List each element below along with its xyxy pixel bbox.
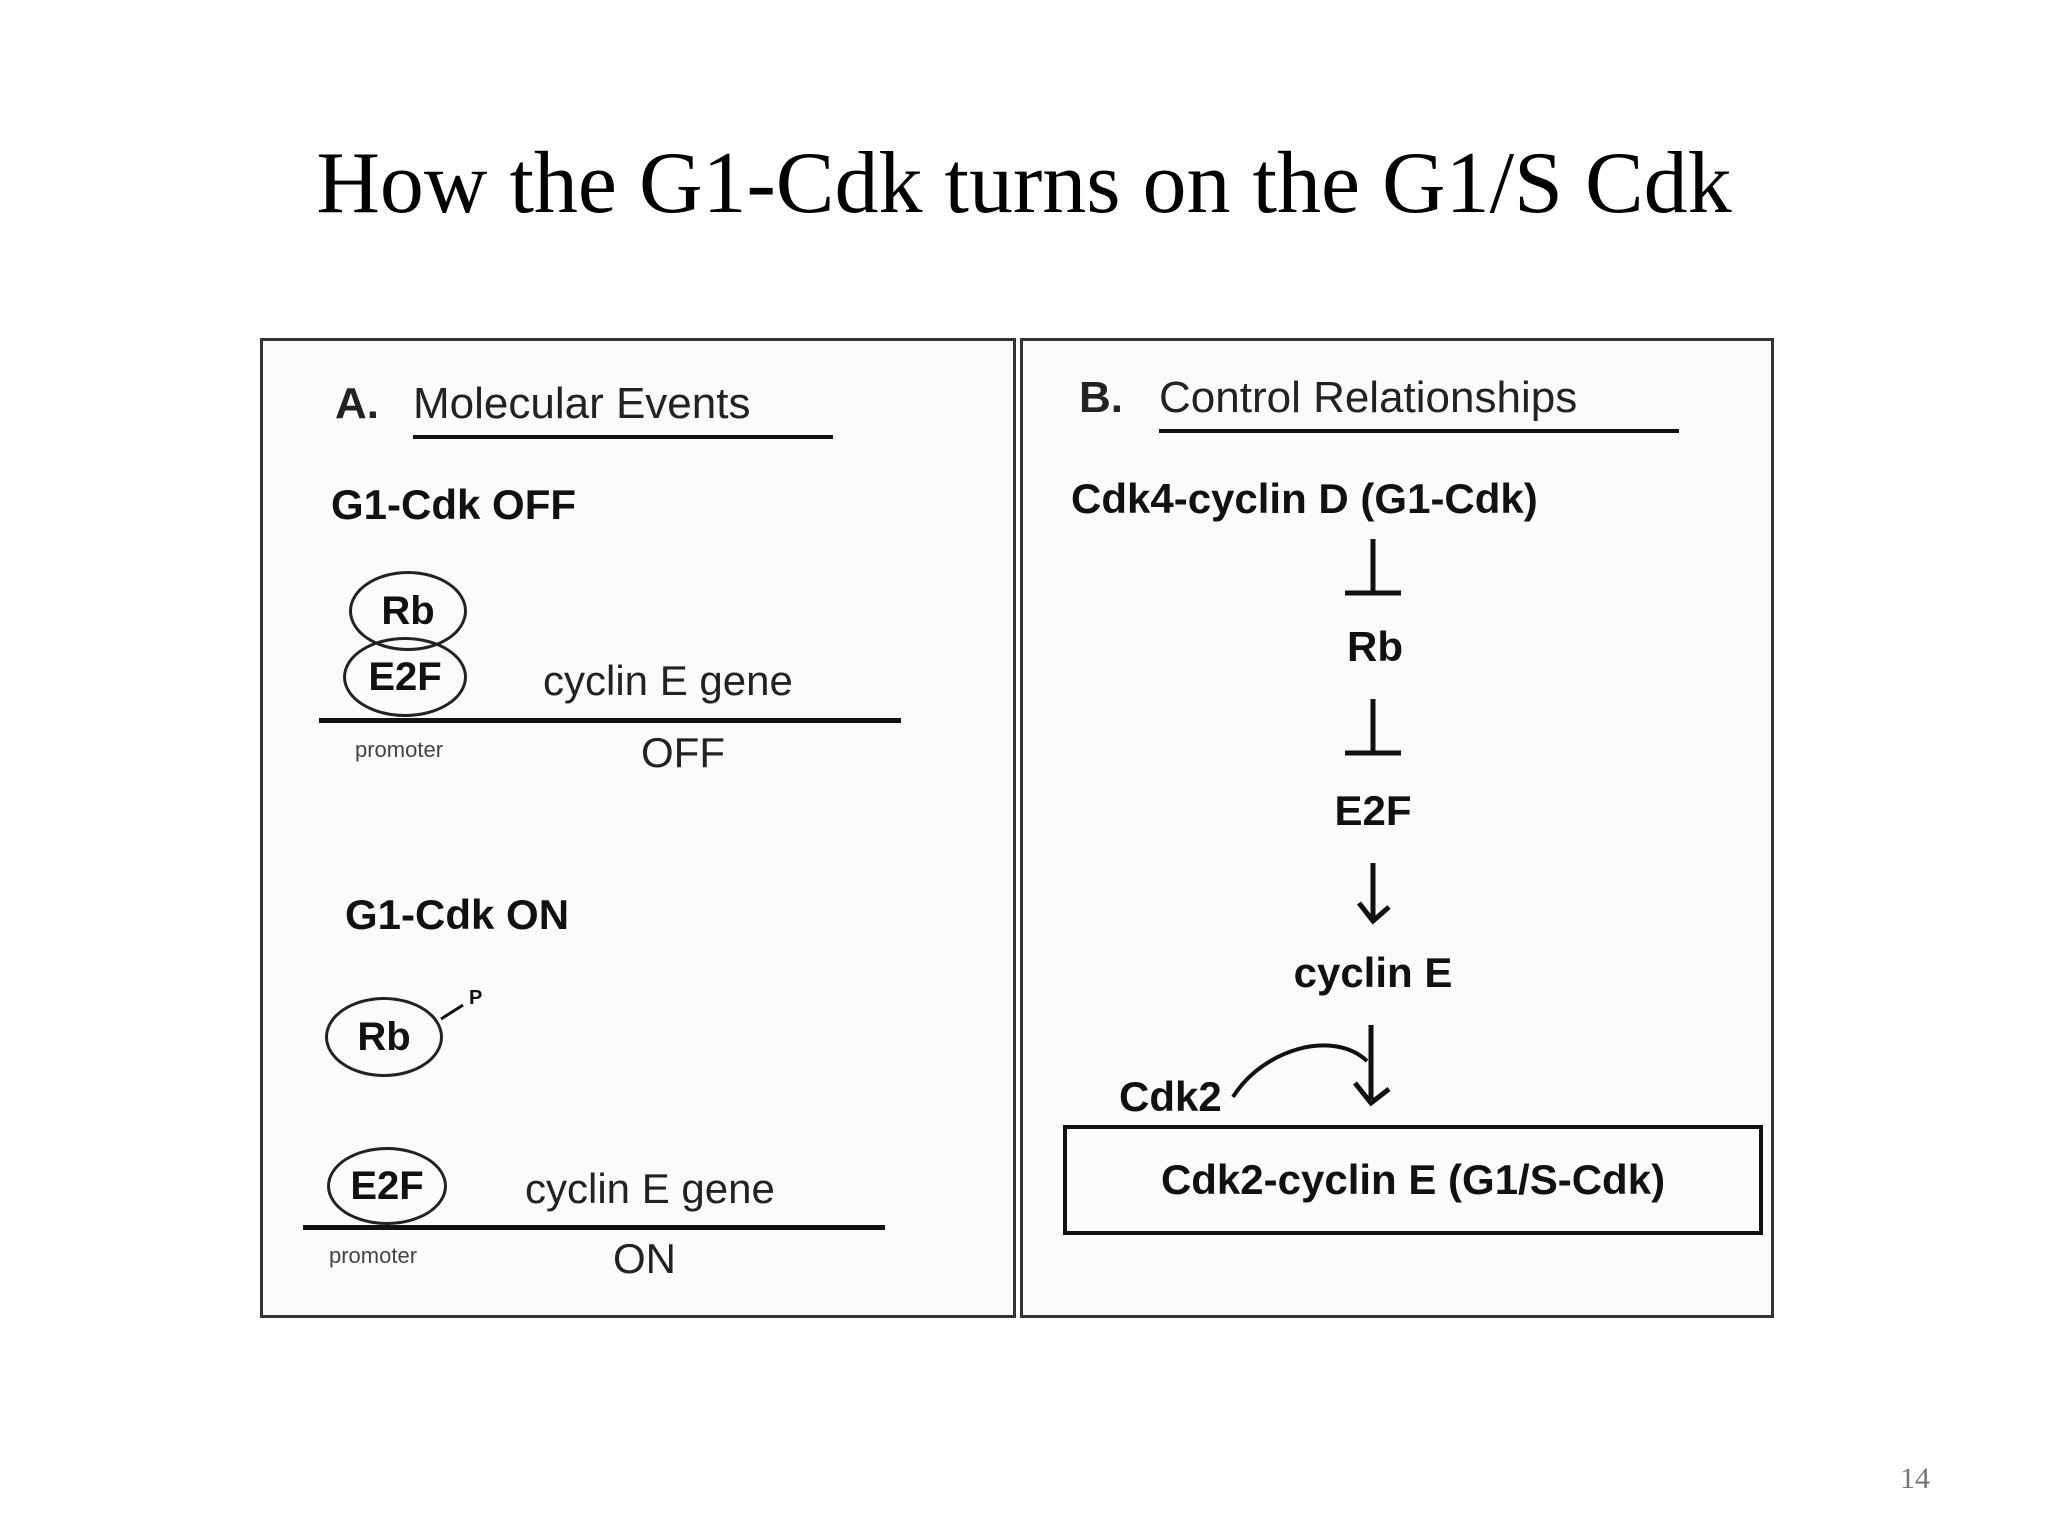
g1-cdk-on-label: G1-Cdk ON (345, 891, 570, 938)
node-cdk2: Cdk2 (1119, 1073, 1222, 1120)
g1-cdk-off-label: G1-Cdk OFF (331, 481, 577, 528)
inhibition-arrow-icon-1 (1345, 539, 1401, 596)
e2f-circle-off: E2F (343, 637, 467, 717)
cyclin-e-gene-off: cyclin E gene (543, 657, 793, 704)
inhibition-arrow-icon-2 (1345, 699, 1401, 756)
rb-off-text: Rb (381, 588, 435, 633)
node-rb: Rb (1347, 623, 1403, 670)
node-cdk4-cyclin-d: Cdk4-cyclin D (G1-Cdk) (1071, 475, 1538, 522)
e2f-off-text: E2F (368, 654, 442, 699)
phosphate-label: P (469, 987, 483, 1009)
panel-molecular-events: A. Molecular Events G1-Cdk OFF Rb E2F cy… (260, 338, 1016, 1318)
cyclin-e-gene-on: cyclin E gene (525, 1165, 775, 1212)
page-number: 14 (1900, 1462, 1930, 1495)
gene-status-on: ON (613, 1235, 676, 1282)
e2f-circle-on: E2F (327, 1147, 447, 1225)
panel-control-relationships: B. Control Relationships Cdk4-cyclin D (… (1020, 338, 1774, 1318)
panel-b-heading-underline (1159, 429, 1679, 433)
node-cyclin-e: cyclin E (1293, 949, 1453, 996)
phosphate-bond-icon (440, 1003, 464, 1021)
node-cdk2-cyclin-e: Cdk2-cyclin E (G1/S-Cdk) (1160, 1156, 1666, 1203)
rb-on-text: Rb (357, 1014, 411, 1059)
activation-arrow-icon-1 (1357, 863, 1391, 925)
promoter-off: promoter (355, 737, 444, 762)
node-cdk2-cyclin-e-box: Cdk2-cyclin E (G1/S-Cdk) (1063, 1125, 1763, 1235)
dna-line-off (319, 718, 901, 723)
panel-a-heading: Molecular Events (413, 379, 751, 428)
e2f-on-text: E2F (350, 1163, 424, 1208)
slide-title: How the G1-Cdk turns on the G1/S Cdk (316, 135, 1732, 232)
node-e2f: E2F (1334, 787, 1412, 834)
panel-b-heading: Control Relationships (1159, 373, 1578, 422)
panel-a-heading-underline (413, 435, 833, 439)
panel-a-letter: A. (335, 379, 379, 428)
promoter-on: promoter (329, 1243, 418, 1268)
panel-b-letter: B. (1079, 373, 1123, 422)
gene-status-off: OFF (641, 729, 725, 776)
activation-arrow-icon-2 (1231, 1025, 1391, 1107)
dna-line-on (303, 1225, 885, 1230)
rb-circle-on: Rb (325, 997, 443, 1077)
